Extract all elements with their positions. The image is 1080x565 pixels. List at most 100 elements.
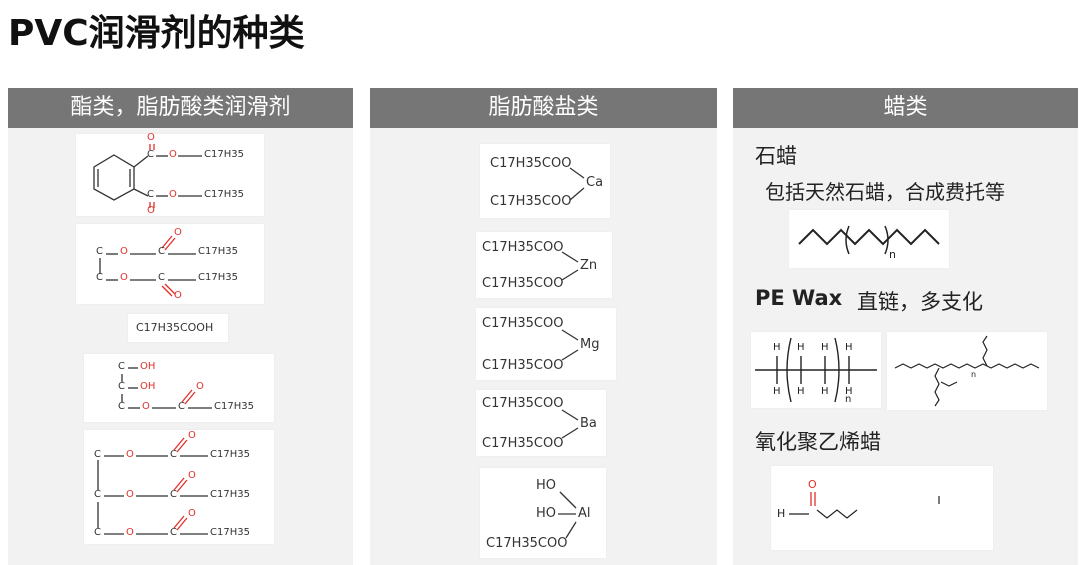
barium-stearate-structure: C17H35COO C17H35COO Ba [476,390,606,456]
tri-carbonyl-c-3: C [170,527,177,538]
tri-carbon-2: C [94,489,101,500]
mono-carbon-3: C [118,401,125,412]
zinc-stearate-structure: C17H35COO C17H35COO Zn [476,232,612,298]
mono-carbonyl-c: C [178,401,185,412]
ester-oxygen-top: O [169,149,177,160]
oxidized-h: H [777,507,786,520]
tri-carbonyl-o-3: O [188,508,196,519]
glycol-diester-bonds [99,235,196,297]
tristearate-bonds [97,437,208,535]
carbonyl-oxygen-top: O [147,132,155,143]
pe-h-4: H [845,342,853,353]
glyceryl-monostearate-structure: C C C OH OH O C O C17H35 [84,354,274,422]
aluminum-symbol: Al [578,506,591,521]
tri-ester-oxygen-3: O [126,527,134,538]
pe-wax-linear-structure: H H H H H H H H n [751,332,881,408]
waxes-header: 蜡类 [733,88,1078,128]
phthalate-ester-bonds [93,144,202,208]
paraffin-chain [798,225,940,255]
pe-wax-name: PE Wax [755,286,843,310]
tri-ester-oxygen-1: O [126,449,134,460]
ba-acyl-top: C17H35COO [482,396,564,411]
calcium-stearate-structure: C17H35COO C17H35COO Ca [480,144,610,218]
paraffin-description: 包括天然石蜡，合成费托等 [765,180,1005,204]
zn-acyl-bottom: C17H35COO [482,276,564,291]
ca-acyl-bottom: C17H35COO [490,194,572,209]
ester-lubricants-panel: 酯类，脂肪酸类润滑剂 [8,88,353,565]
zinc-stearate-bonds [561,251,579,281]
magnesium-symbol: Mg [580,337,600,352]
paraffin-repeat-n: n [889,248,896,261]
ba-acyl-bottom: C17H35COO [482,436,564,451]
mono-carbon-1: C [118,361,125,372]
barium-stearate-bonds [561,409,579,439]
zn-acyl-top: C17H35COO [482,240,564,255]
pe-linear-bonds [755,337,877,403]
pe-h-5: H [773,386,781,397]
pe-repeat-n: n [845,394,852,405]
tri-carbon-1: C [94,449,101,460]
tri-alkyl-1: C17H35 [210,449,250,460]
tri-ester-oxygen-2: O [126,489,134,500]
stearic-acid-formula: C17H35COOH [136,321,214,334]
waxes-panel: 蜡类 石蜡 包括天然石蜡，合成费托等 n PE Wax 直链，多支化 [733,88,1078,565]
ester-lubricants-header: 酯类，脂肪酸类润滑剂 [8,88,353,128]
branched-repeat-n: n [971,370,977,379]
al-acyl: C17H35COO [486,536,568,551]
pe-wax-branched-structure: n [887,332,1047,410]
diester-carbonyl-c-top: C [158,246,165,257]
diester-carbonyl-o-top: O [174,227,182,238]
diester-alkyl-bottom: C17H35 [198,272,238,283]
diester-oxygen-top: O [120,246,128,257]
carbonyl-carbon-top: C [147,149,154,160]
carbonyl-carbon-bottom: C [147,189,154,200]
glycol-diester-structure: C C O O C C O O C17H35 C17H35 [76,224,264,304]
tri-carbonyl-c-2: C [170,489,177,500]
metal-soaps-panel: 脂肪酸盐类 C17H35COO C17H35COO Ca C17H35COO C… [370,88,717,565]
tri-carbonyl-c-1: C [170,449,177,460]
hydroxyl-group-1: OH [140,361,156,372]
magnesium-stearate-bonds [561,329,579,361]
glycol-carbon-top: C [96,246,103,257]
aluminum-stearate-bonds [558,491,577,539]
mg-acyl-bottom: C17H35COO [482,358,564,373]
stearic-acid-label-card: C17H35COOH [128,314,228,342]
metal-soaps-header: 脂肪酸盐类 [370,88,717,128]
diester-alkyl-top: C17H35 [198,246,238,257]
monostearate-bonds [121,367,212,409]
calcium-stearate-bonds [569,167,585,201]
pe-h-2: H [797,342,805,353]
mono-ester-oxygen: O [142,401,150,412]
ester-oxygen-bottom: O [169,189,177,200]
oxidized-pe-wax-heading: 氧化聚乙烯蜡 [755,430,881,454]
pe-h-6: H [797,386,805,397]
tri-carbonyl-o-1: O [188,430,196,441]
oxidized-pe-wax-structure: H O [771,466,993,550]
mg-acyl-top: C17H35COO [482,316,564,331]
pe-branched-bonds [894,335,1040,407]
alkyl-group-bottom: C17H35 [204,189,244,200]
mono-alkyl: C17H35 [214,401,254,412]
calcium-symbol: Ca [586,175,604,190]
oxidized-carbonyl-o: O [808,478,817,491]
magnesium-stearate-structure: C17H35COO C17H35COO Mg [476,308,616,380]
diester-carbonyl-o-bottom: O [174,290,182,301]
page-title: PVC润滑剂的种类 [8,13,305,54]
al-hydroxyl-1: HO [536,478,557,493]
mono-carbon-2: C [118,381,125,392]
zinc-symbol: Zn [580,258,598,273]
paraffin-heading: 石蜡 [755,144,797,168]
glyceryl-tristearate-structure: C C C O O O C C C O O O C17H35 C17H35 C1… [84,430,274,544]
phthalate-ester-structure: C O O C17H35 C O O C17H35 [76,132,264,216]
diester-carbonyl-c-bottom: C [158,272,165,283]
tri-carbonyl-o-2: O [188,470,196,481]
pe-h-1: H [773,342,781,353]
glycol-carbon-bottom: C [96,272,103,283]
paraffin-structure: n [789,210,949,268]
diester-oxygen-bottom: O [120,272,128,283]
pe-h-7: H [821,386,829,397]
al-hydroxyl-2: HO [536,506,557,521]
tri-alkyl-2: C17H35 [210,489,250,500]
tri-alkyl-3: C17H35 [210,527,250,538]
carbonyl-oxygen-bottom: O [147,205,155,216]
